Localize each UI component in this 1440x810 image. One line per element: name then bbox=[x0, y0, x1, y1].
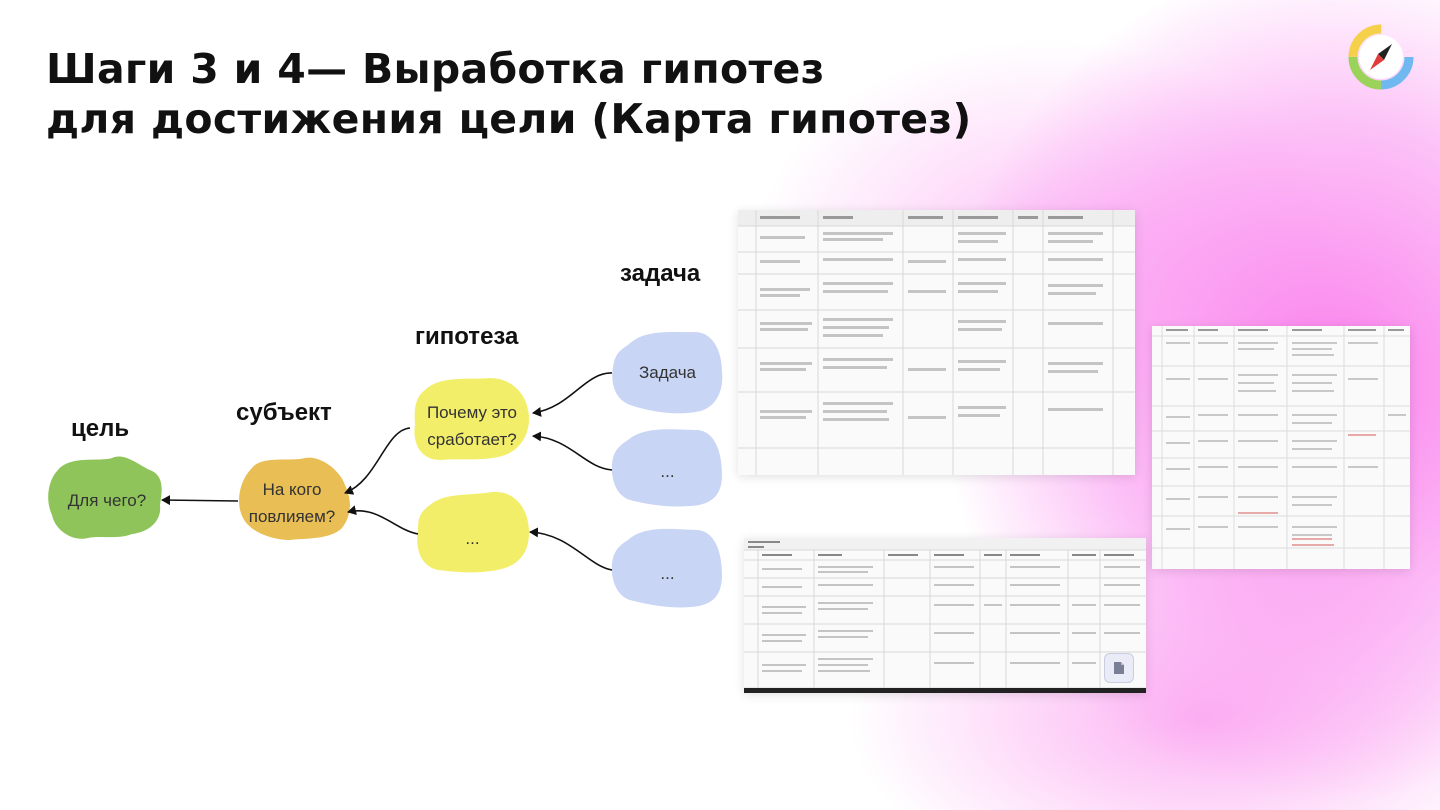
task-node-3 bbox=[611, 528, 722, 608]
spreadsheet-screenshot-2 bbox=[1152, 326, 1410, 569]
slide-title: Шаги 3 и 4— Выработка гипотез для достиж… bbox=[46, 44, 1196, 144]
hypothesis-node-2 bbox=[417, 491, 530, 573]
label-goal: цель bbox=[71, 415, 130, 442]
task-2-node-text: ... bbox=[660, 462, 675, 481]
hypothesis-2-node-text: ... bbox=[465, 529, 480, 548]
subject-line-1: На кого bbox=[262, 480, 322, 499]
subject-node-text: На кого повлияем? bbox=[240, 476, 344, 530]
hypothesis-line-1: Почему это bbox=[426, 403, 518, 422]
task-node-2 bbox=[611, 429, 722, 507]
arrow-subject-to-goal bbox=[161, 495, 239, 506]
hypothesis-node-1 bbox=[414, 378, 530, 460]
goal-node bbox=[48, 456, 162, 539]
label-hypothesis: гипотеза bbox=[415, 323, 519, 350]
file-button[interactable] bbox=[1104, 653, 1134, 683]
subject-node bbox=[239, 457, 350, 540]
goal-node-text: Для чего? bbox=[67, 491, 147, 510]
label-subject: субъект bbox=[236, 399, 332, 426]
label-task: задача bbox=[620, 260, 701, 287]
compass-logo-icon bbox=[1348, 24, 1414, 90]
task-3-node-text: ... bbox=[660, 564, 675, 583]
arrow-task2-to-hypothesis1 bbox=[532, 431, 613, 471]
subject-line-2: повлияем? bbox=[248, 507, 336, 526]
title-line-1: Шаги 3 и 4— Выработка гипотез bbox=[46, 45, 825, 93]
arrow-hypothesis1-to-subject bbox=[344, 427, 411, 495]
task-node-1 bbox=[612, 332, 723, 414]
arrow-task1-to-hypothesis1 bbox=[532, 372, 613, 417]
arrow-hypothesis2-to-subject bbox=[347, 505, 419, 535]
task-1-node-text: Задача bbox=[638, 363, 697, 382]
spreadsheet-screenshot-3 bbox=[744, 538, 1146, 693]
spreadsheet-screenshot-1 bbox=[738, 210, 1135, 475]
hypothesis-line-2: сработает? bbox=[427, 430, 517, 449]
title-line-2: для достижения цели (Карта гипотез) bbox=[46, 95, 972, 143]
hypothesis-node-text: Почему это сработает? bbox=[418, 399, 526, 453]
arrow-task3-to-hypothesis2 bbox=[529, 527, 613, 571]
file-icon bbox=[1114, 662, 1124, 674]
